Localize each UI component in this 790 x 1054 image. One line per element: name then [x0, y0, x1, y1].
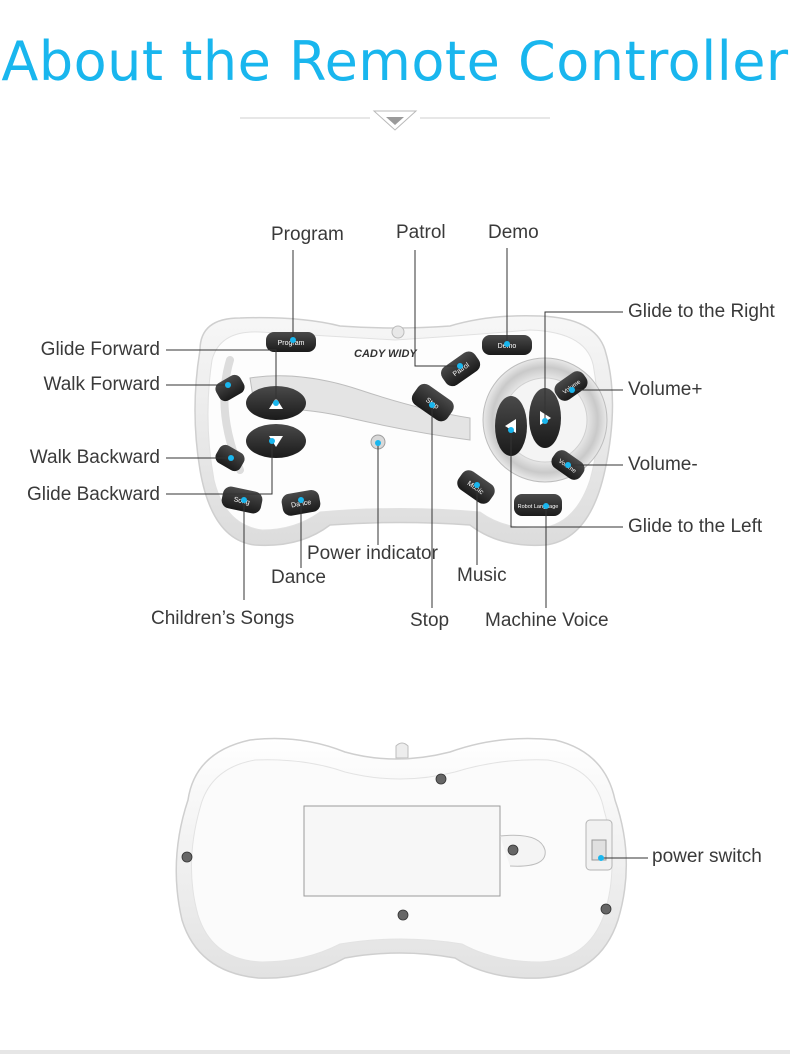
label-walk-backward: Walk Backward: [29, 447, 160, 468]
battery-cover: [303, 805, 501, 897]
svg-text:Program: Program: [278, 340, 305, 347]
label-volume-down: Volume-: [628, 454, 698, 475]
label-glide-right: Glide to the Right: [628, 301, 775, 322]
label-glide-left: Glide to the Left: [628, 516, 763, 537]
label-machine-voice: Machine Voice: [485, 610, 609, 631]
robot-language-button[interactable]: Robot Language: [514, 494, 562, 516]
label-music: Music: [457, 565, 507, 586]
svg-text:Robot Language: Robot Language: [518, 504, 559, 510]
controller-front-diagram: CADY WIDY Program Demo Patrol: [166, 248, 623, 608]
label-patrol: Patrol: [396, 222, 446, 243]
label-glide-backward: Glide Backward: [26, 484, 160, 505]
walk-forward-button[interactable]: [213, 372, 247, 403]
page-bottom-bar: [0, 1050, 790, 1054]
title-divider: [240, 110, 550, 131]
label-walk-forward: Walk Forward: [43, 374, 160, 395]
brand-logo: CADY WIDY: [354, 348, 418, 360]
label-demo: Demo: [488, 222, 539, 243]
label-childrens-songs: Children’s Songs: [151, 608, 295, 629]
label-power-switch: power switch: [652, 846, 762, 867]
label-power-indicator: Power indicator: [307, 543, 438, 564]
leader-lines: [166, 248, 623, 608]
label-stop: Stop: [410, 610, 450, 631]
label-program: Program: [271, 224, 344, 245]
controller-back-diagram: [175, 737, 648, 979]
callout-dots: [225, 337, 575, 509]
page-title: About the Remote Controller: [1, 30, 789, 93]
label-glide-forward: Glide Forward: [40, 339, 160, 360]
screw-icon: [181, 773, 612, 921]
chevron-down-icon: [372, 110, 418, 131]
label-volume-up: Volume+: [628, 379, 703, 400]
label-dance: Dance: [271, 567, 326, 588]
glide-backward-button[interactable]: [246, 424, 306, 458]
